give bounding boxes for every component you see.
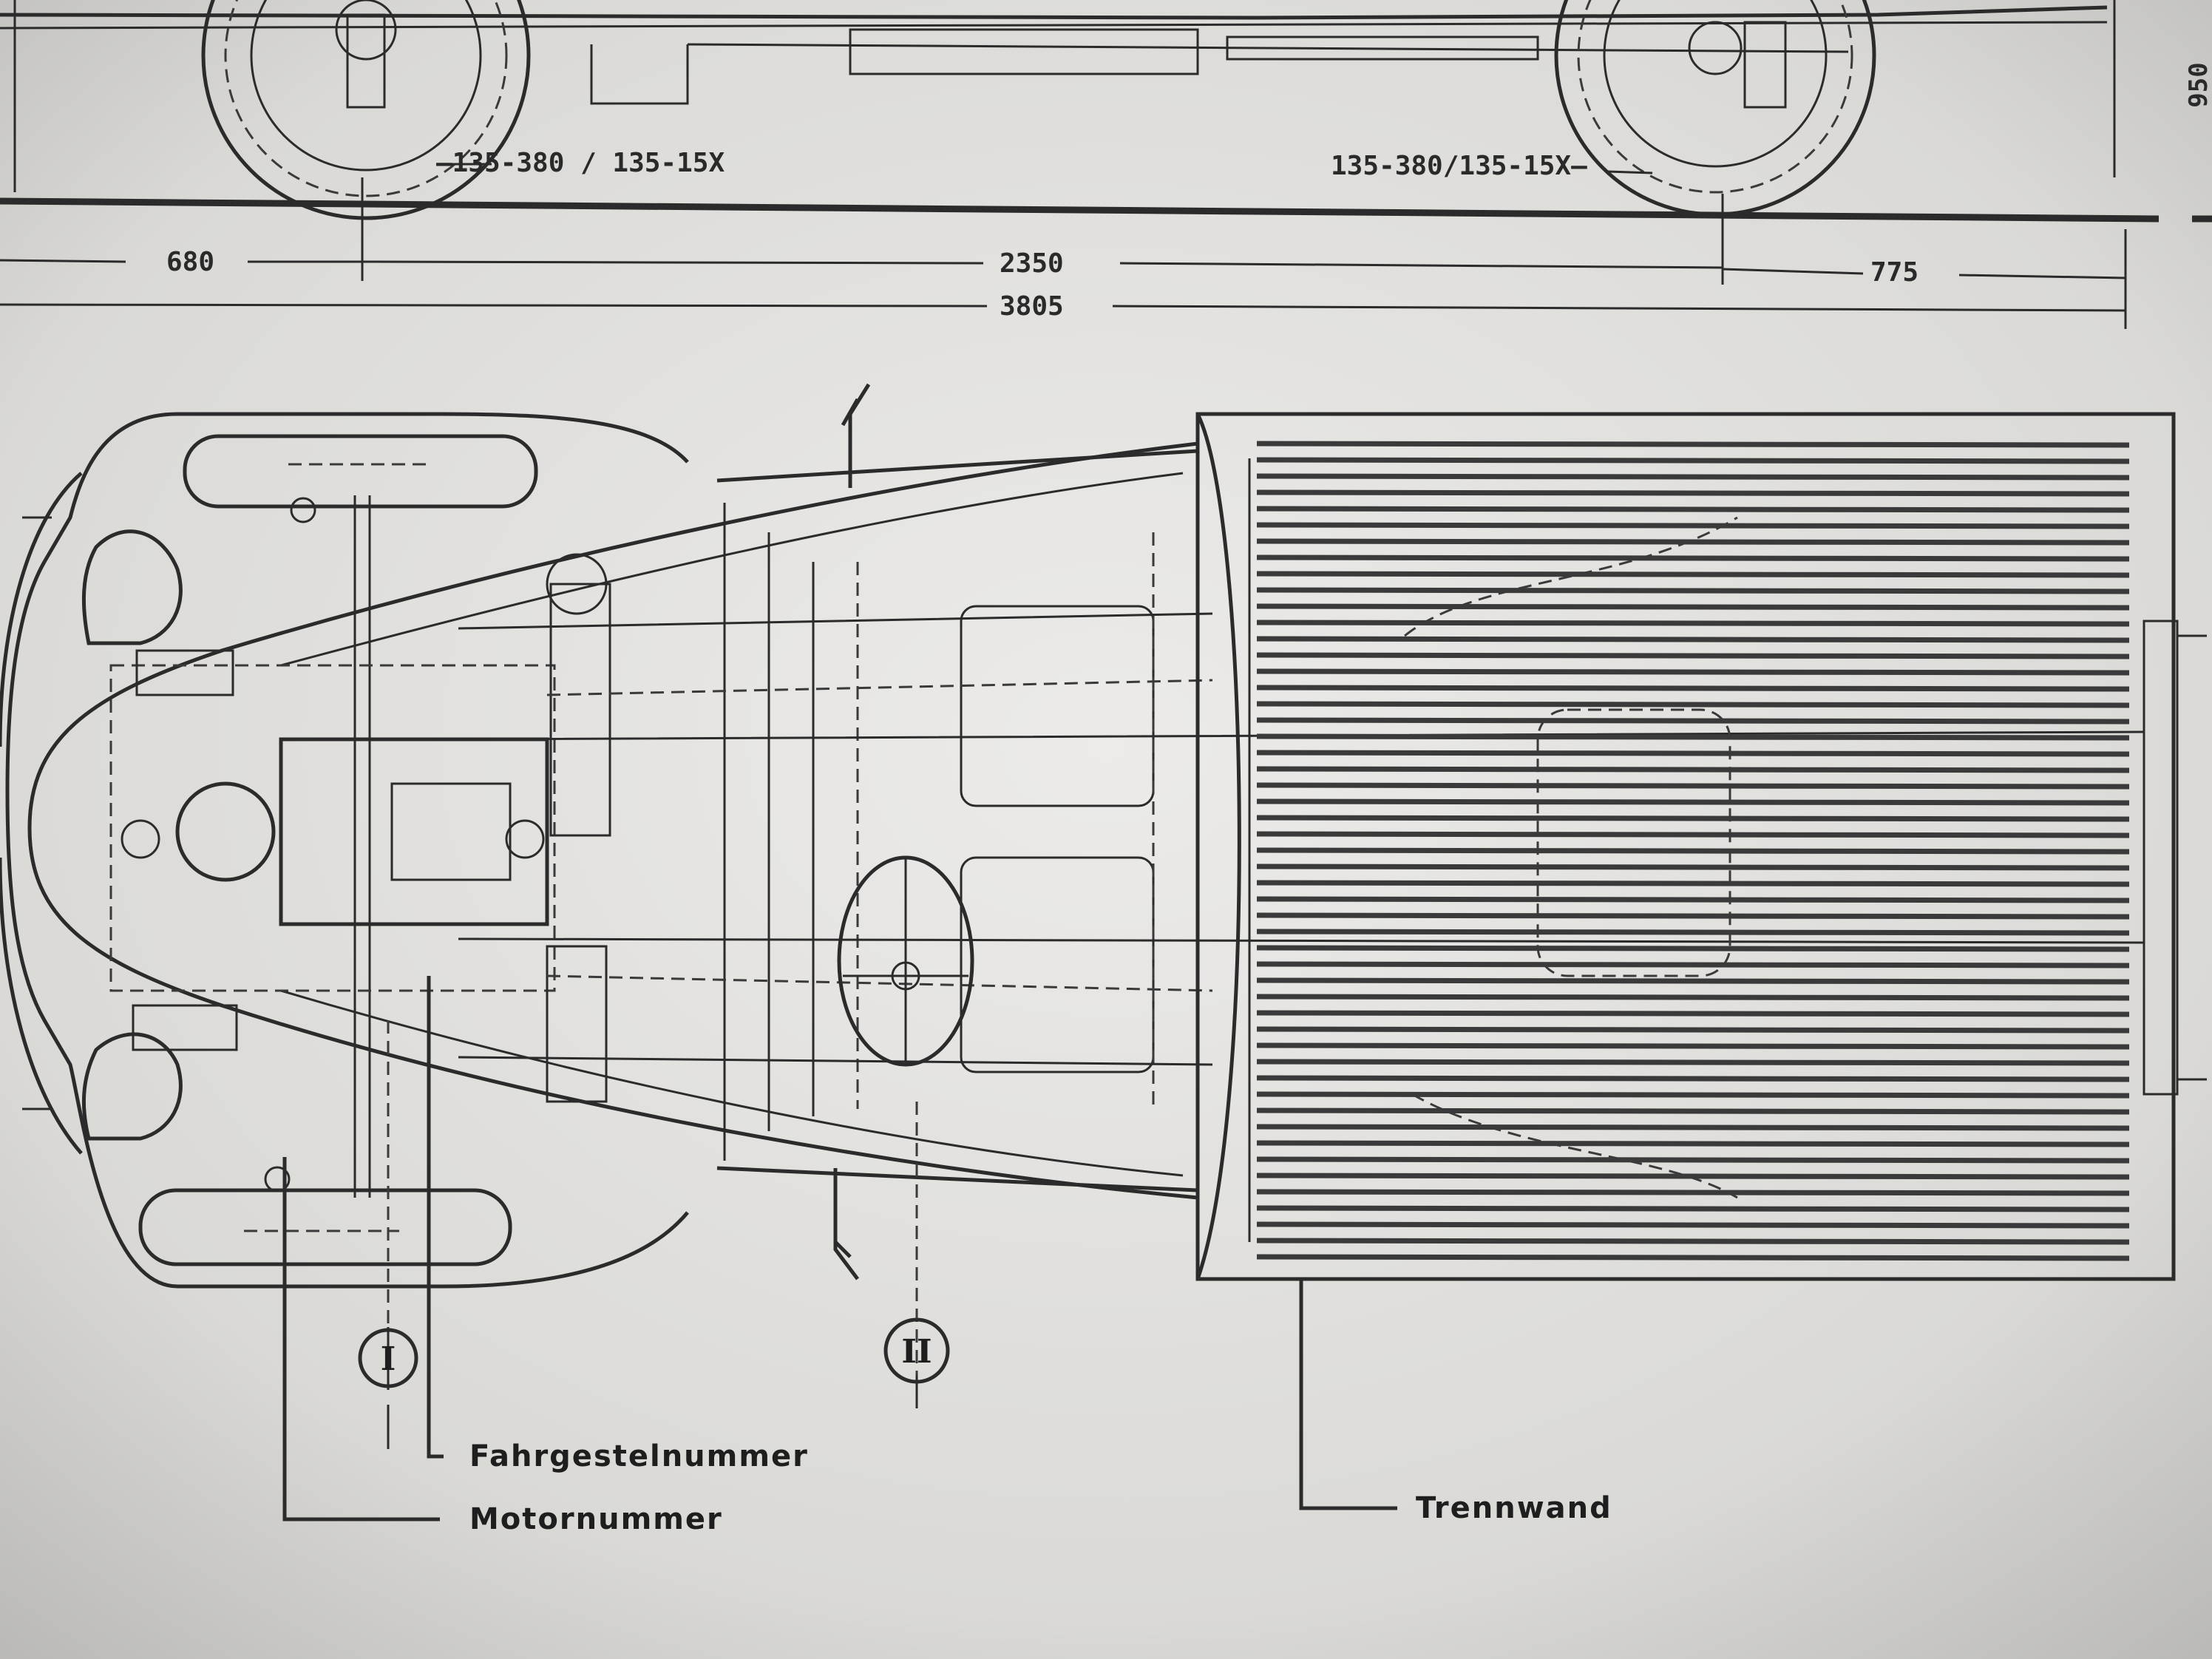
cargo-slat [1256, 636, 2130, 643]
cargo-slat [1256, 571, 2130, 578]
front-overhang-dimension: 680 [166, 247, 214, 277]
cargo-slat [1256, 554, 2130, 562]
section-marker-2: II [883, 1317, 950, 1408]
cargo-slat [1256, 1107, 2130, 1115]
cargo-slat [1256, 961, 2130, 968]
cargo-slat [1256, 457, 2130, 464]
cargo-slat [1256, 880, 2130, 887]
partition-label: Trennwand [1416, 1491, 1612, 1525]
cargo-slat [1256, 603, 2130, 611]
cargo-slat [1256, 1238, 2130, 1245]
cargo-slat [1256, 1010, 2130, 1017]
cargo-slat [1256, 701, 2130, 708]
front-tire-size: —135-380 / 135-15X [436, 148, 725, 178]
overall-length-dimension: 3805 [1000, 291, 1064, 322]
cargo-slat [1256, 1059, 2130, 1066]
cargo-slat [1256, 1189, 2130, 1196]
cargo-slat [1256, 668, 2130, 676]
side-view: 950 —135-380 / 135-15X 135-380/135-15X— [0, 0, 2212, 223]
engine [109, 553, 611, 1103]
cargo-slat [1256, 994, 2130, 1001]
cargo-slat [1256, 1042, 2130, 1050]
cargo-slat [1256, 798, 2130, 806]
cargo-slat [1256, 864, 2130, 871]
section-marker-1-label: I [381, 1340, 396, 1378]
front-right-wheel [138, 1188, 512, 1266]
cargo-slat [1256, 750, 2130, 757]
cargo-slat [1256, 506, 2130, 513]
engine-number-label: Motornummer [469, 1502, 723, 1536]
height-dimension: 950 [2184, 62, 2212, 107]
left-headlight [81, 529, 183, 645]
partition-leader [1299, 1279, 1397, 1510]
cargo-slat [1256, 1075, 2130, 1082]
cargo-slat [1256, 538, 2130, 546]
cargo-slat [1256, 1091, 2130, 1099]
cargo-bed [1195, 412, 2207, 1281]
cargo-slat [1256, 782, 2130, 790]
rear-overhang-dimension: 775 [1870, 257, 1918, 288]
steering-wheel [837, 855, 974, 1067]
cargo-slat [1256, 489, 2130, 497]
cargo-slat [1256, 1140, 2130, 1147]
cargo-slat [1256, 473, 2130, 481]
plan-view [0, 383, 2207, 1405]
cargo-slat [1256, 1254, 2130, 1261]
cargo-slat [1256, 522, 2130, 529]
cargo-slat [1256, 1124, 2130, 1131]
right-headlight [81, 1032, 183, 1141]
cargo-slat [1256, 717, 2130, 725]
callouts: Motornummer Fahrgestelnummer Trennwand I… [282, 976, 1612, 1536]
cargo-slat [1256, 1205, 2130, 1212]
cargo-slat [1256, 766, 2130, 773]
cargo-slat [1256, 685, 2130, 692]
cargo-slat [1256, 652, 2130, 659]
cargo-slat [1256, 815, 2130, 822]
section-marker-1: I [358, 1327, 418, 1449]
chassis-number-label: Fahrgestelnummer [469, 1439, 809, 1473]
cargo-slat [1256, 441, 2130, 448]
cargo-slat [1256, 831, 2130, 838]
cargo-slat [1256, 929, 2130, 936]
cargo-slat [1256, 896, 2130, 903]
cargo-slat [1256, 733, 2130, 741]
front-left-wheel [183, 434, 538, 509]
cargo-slat [1256, 1221, 2130, 1229]
cargo-slat [1256, 945, 2130, 952]
rear-tire-size: 135-380/135-15X— [1331, 151, 1587, 181]
front-body-outline [5, 412, 689, 1289]
cargo-slat [1256, 977, 2130, 985]
engine-number-leader [282, 1157, 440, 1521]
cargo-slat [1256, 847, 2130, 855]
cargo-slat [1256, 912, 2130, 920]
front-wheel-side [201, 0, 531, 220]
cargo-slat [1256, 1026, 2130, 1034]
section-marker-2-label: II [901, 1333, 932, 1371]
wheelbase-dimension: 2350 [1000, 248, 1064, 279]
cargo-slat [1256, 1173, 2130, 1180]
cargo-slat [1256, 1156, 2130, 1164]
chassis-number-leader [427, 976, 444, 1459]
cargo-slat [1256, 587, 2130, 594]
length-dimensions: 680 2350 775 3805 [0, 177, 2127, 329]
cargo-slat [1256, 620, 2130, 627]
